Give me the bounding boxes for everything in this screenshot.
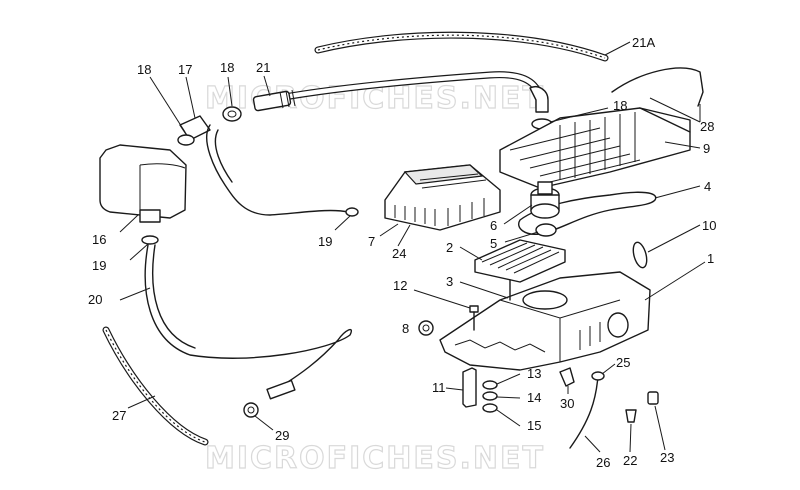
leader-lines xyxy=(119,41,706,453)
nut-29 xyxy=(243,402,259,418)
clamp-25 xyxy=(591,371,605,381)
callout-20: 20 xyxy=(88,292,102,307)
clamp-18-mid xyxy=(222,106,242,122)
callout-15: 15 xyxy=(527,418,541,433)
callout-16: 16 xyxy=(92,232,106,247)
plug-22 xyxy=(625,409,637,423)
washer-14 xyxy=(482,391,498,401)
callout-24: 24 xyxy=(392,246,406,261)
callout-23: 23 xyxy=(660,450,674,465)
fitting-6 xyxy=(530,181,560,219)
callout-12: 12 xyxy=(393,278,407,293)
callout-18-left: 18 xyxy=(137,62,151,77)
callout-7: 7 xyxy=(368,234,375,249)
callout-29: 29 xyxy=(275,428,289,443)
callout-28: 28 xyxy=(700,119,714,134)
washer-8 xyxy=(418,320,434,336)
hose-end-fitting xyxy=(266,379,296,400)
screw-12 xyxy=(469,305,479,331)
watermark-bottom: MICROFICHES.NET xyxy=(205,441,545,476)
breather-hose-21 xyxy=(252,71,544,112)
fitting-17 xyxy=(177,115,211,146)
callout-8: 8 xyxy=(402,321,409,336)
callout-18-middle: 18 xyxy=(220,60,234,75)
callout-25: 25 xyxy=(616,355,630,370)
callout-19-left: 19 xyxy=(92,258,106,273)
callout-18-right: 18 xyxy=(613,98,627,113)
clamp-19-left xyxy=(141,235,159,245)
drain-hose-26 xyxy=(569,375,599,449)
callout-10: 10 xyxy=(702,218,716,233)
callout-3: 3 xyxy=(446,274,453,289)
braided-hose-27 xyxy=(102,326,209,446)
callout-17: 17 xyxy=(178,62,192,77)
callout-5: 5 xyxy=(490,236,497,251)
callout-labels: 21A 28 9 4 10 1 18 17 18 21 18 16 19 19 … xyxy=(88,35,716,470)
washer-13 xyxy=(482,380,498,390)
ring-5 xyxy=(535,223,557,237)
bracket-11 xyxy=(462,367,477,408)
callout-21A: 21A xyxy=(632,35,655,50)
filter-box-7 xyxy=(384,164,501,231)
callout-9: 9 xyxy=(703,141,710,156)
plug-23 xyxy=(647,391,659,405)
hose-20 xyxy=(144,244,352,391)
callout-2: 2 xyxy=(446,240,453,255)
wire-28 xyxy=(611,67,704,107)
callout-19-right: 19 xyxy=(318,234,332,249)
callout-26: 26 xyxy=(596,455,610,470)
callout-14: 14 xyxy=(527,390,541,405)
hose-21A xyxy=(314,31,609,62)
callout-21: 21 xyxy=(256,60,270,75)
elbow-connector xyxy=(529,86,549,113)
callout-6: 6 xyxy=(490,218,497,233)
callout-30: 30 xyxy=(560,396,574,411)
callout-4: 4 xyxy=(704,179,711,194)
washer-15 xyxy=(482,403,498,413)
oring-10 xyxy=(632,241,648,269)
breather-tank-16 xyxy=(99,144,187,223)
callout-22: 22 xyxy=(623,453,637,468)
airbox-base-1 xyxy=(439,271,651,371)
filter-element-2 xyxy=(474,239,566,283)
tank-hose-upper xyxy=(206,124,349,216)
clamp-19-right xyxy=(345,207,359,217)
callout-13: 13 xyxy=(527,366,541,381)
callout-27: 27 xyxy=(112,408,126,423)
airbox-cover-9 xyxy=(499,107,691,189)
callout-11: 11 xyxy=(432,380,446,395)
clip-30 xyxy=(559,367,575,387)
callout-1: 1 xyxy=(707,251,714,266)
